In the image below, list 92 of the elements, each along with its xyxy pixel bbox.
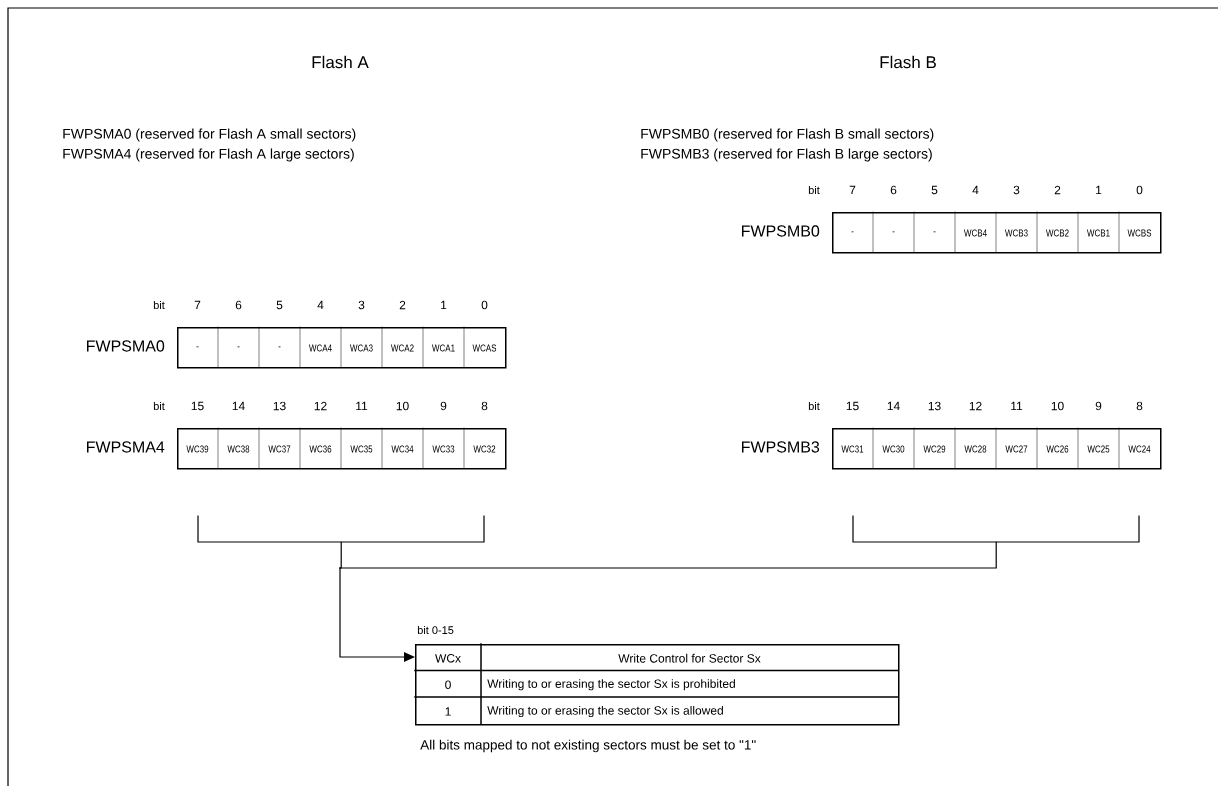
bit-number: 1 bbox=[1096, 185, 1102, 195]
table-cell: 0 bbox=[445, 680, 451, 689]
bit-label: bit bbox=[808, 185, 820, 195]
table bbox=[414, 643, 900, 726]
bit-field: WC24 bbox=[1128, 445, 1151, 453]
bit-field: WCB1 bbox=[1087, 229, 1110, 237]
bit-number: 5 bbox=[276, 300, 283, 310]
heading: Flash A bbox=[312, 55, 369, 69]
bit-field: - bbox=[851, 231, 854, 233]
bit-field: WC36 bbox=[309, 445, 332, 453]
bit-number: 6 bbox=[235, 300, 242, 310]
register-box bbox=[177, 326, 507, 369]
connector-line bbox=[339, 541, 997, 569]
bit-field: WC28 bbox=[964, 445, 987, 453]
connector-line bbox=[339, 541, 342, 569]
description-text: FWPSMA0 (reserved for Flash A small sectors) bbox=[63, 128, 356, 142]
table-caption: bit 0-15 bbox=[417, 625, 454, 635]
bit-field: WC29 bbox=[923, 445, 946, 453]
bit-number: 15 bbox=[846, 401, 859, 411]
bit-field: WCA2 bbox=[391, 344, 414, 352]
bit-number: 13 bbox=[273, 401, 286, 411]
bit-number: 8 bbox=[481, 401, 488, 411]
bit-number: 11 bbox=[356, 401, 368, 411]
bit-field: WC32 bbox=[473, 445, 496, 453]
bit-number: 14 bbox=[232, 401, 245, 411]
bit-number: 4 bbox=[972, 185, 979, 195]
bit-label: bit bbox=[153, 401, 165, 411]
bit-field: WC39 bbox=[186, 445, 209, 453]
note-text: All bits mapped to not existing sectors must be set to "1" bbox=[420, 739, 756, 753]
register-box bbox=[832, 211, 1162, 254]
bit-field: - bbox=[278, 346, 281, 348]
bit-number: 6 bbox=[890, 185, 897, 195]
register-name: FWPSMB0 bbox=[742, 225, 820, 237]
bit-number: 12 bbox=[969, 401, 982, 411]
bit-number: 2 bbox=[399, 300, 406, 310]
bit-number: 11 bbox=[1011, 401, 1023, 411]
bit-field: WCA3 bbox=[350, 344, 373, 352]
bit-field: WC30 bbox=[882, 445, 905, 453]
bit-number: 14 bbox=[887, 401, 900, 411]
register-name: FWPSMB3 bbox=[742, 441, 820, 453]
heading: Flash B bbox=[880, 55, 936, 69]
description-text: FWPSMB0 (reserved for Flash B small sectors) bbox=[641, 128, 934, 142]
register-name: FWPSMA4 bbox=[87, 441, 165, 453]
table-cell: Writing to or erasing the sector Sx is allowed bbox=[487, 705, 723, 718]
bit-number: 3 bbox=[1013, 185, 1020, 195]
bit-number: 15 bbox=[191, 401, 204, 411]
bit-number: 9 bbox=[440, 401, 447, 411]
bit-field: WCB4 bbox=[964, 229, 987, 237]
bit-number: 12 bbox=[314, 401, 327, 411]
bit-number: 5 bbox=[931, 185, 938, 195]
bit-number: 2 bbox=[1054, 185, 1061, 195]
bit-number: 8 bbox=[1136, 401, 1143, 411]
bit-field: WCA1 bbox=[432, 344, 455, 352]
connector-arrow bbox=[339, 567, 415, 662]
bit-number: 3 bbox=[358, 300, 365, 310]
bit-field: WC38 bbox=[227, 445, 250, 453]
description-text: FWPSMB3 (reserved for Flash B large sectors) bbox=[641, 148, 932, 162]
bit-number: 10 bbox=[396, 401, 409, 411]
bit-label: bit bbox=[153, 300, 165, 310]
bit-field: - bbox=[196, 346, 199, 348]
table-cell: Writing to or erasing the sector Sx is prohibited bbox=[487, 679, 735, 691]
bit-number: 13 bbox=[928, 401, 941, 411]
bit-number: 1 bbox=[441, 300, 447, 310]
table-cell: WCx bbox=[435, 654, 461, 663]
bit-field: WC37 bbox=[268, 445, 291, 453]
bit-field: WC25 bbox=[1087, 445, 1110, 453]
bit-field: WCA4 bbox=[309, 344, 332, 352]
register-name: FWPSMA0 bbox=[87, 340, 165, 352]
bit-field: WC31 bbox=[841, 445, 864, 453]
bit-field: WCBS bbox=[1127, 229, 1152, 237]
bit-field: WCB3 bbox=[1005, 229, 1028, 237]
bit-number: 7 bbox=[849, 185, 856, 195]
bit-number: 4 bbox=[317, 300, 324, 310]
bit-field: WC26 bbox=[1046, 445, 1069, 453]
table-cell: 1 bbox=[445, 707, 451, 716]
bit-field: - bbox=[892, 231, 895, 233]
bit-field: WCAS bbox=[472, 344, 497, 352]
bit-number: 0 bbox=[481, 300, 488, 310]
bit-number: 9 bbox=[1095, 401, 1102, 411]
description-text: FWPSMA4 (reserved for Flash A large sectors) bbox=[63, 148, 354, 162]
bit-field: WCB2 bbox=[1046, 229, 1069, 237]
bit-label: bit bbox=[808, 401, 820, 411]
bit-field: - bbox=[933, 231, 936, 233]
bit-field: WC33 bbox=[432, 445, 455, 453]
table-cell: Write Control for Sector Sx bbox=[618, 653, 761, 663]
bit-field: WC34 bbox=[391, 445, 414, 453]
bit-field: WC35 bbox=[350, 445, 373, 453]
bit-field: - bbox=[237, 346, 240, 348]
bit-number: 10 bbox=[1051, 401, 1064, 411]
bit-number: 0 bbox=[1136, 185, 1143, 195]
bit-field: WC27 bbox=[1005, 445, 1028, 453]
bit-number: 7 bbox=[194, 300, 201, 310]
